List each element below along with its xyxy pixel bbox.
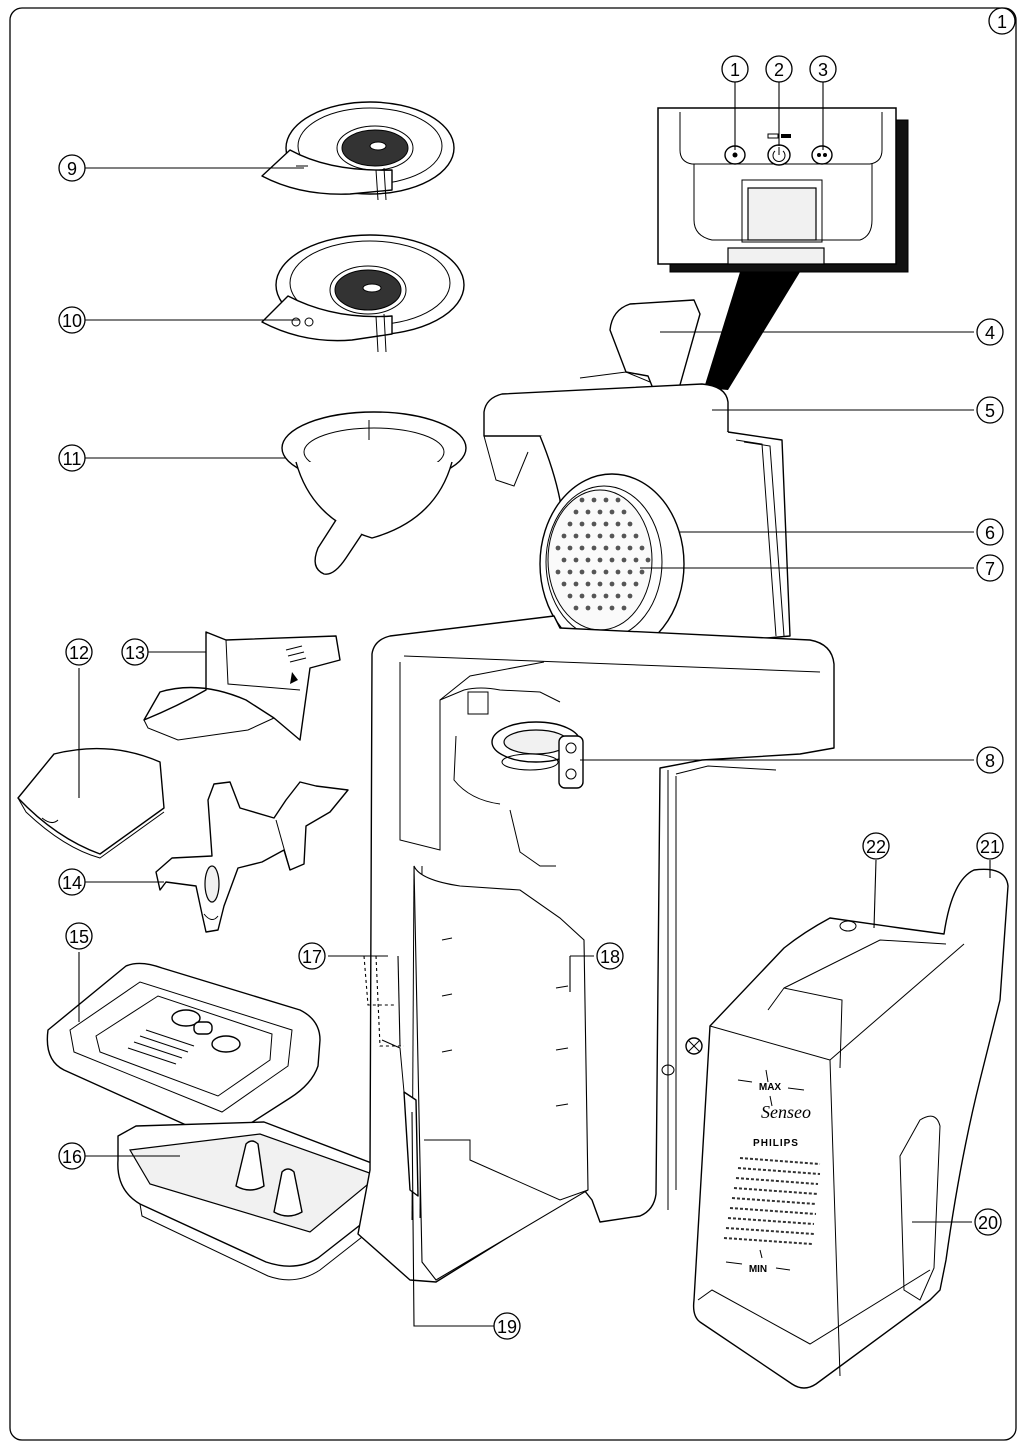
callout-2: 2 — [765, 55, 793, 83]
callout-21: 21 — [976, 832, 1004, 860]
callout-18: 18 — [596, 942, 624, 970]
one-cup-button[interactable] — [724, 145, 746, 165]
callout-number: 14 — [62, 873, 82, 893]
callout-3: 3 — [809, 55, 837, 83]
sealing-ring-holes — [555, 497, 651, 611]
pad-holder-one-cup — [261, 101, 455, 201]
callout-number: 13 — [125, 643, 145, 663]
callout-16: 16 — [58, 1142, 86, 1170]
callout-number: 20 — [978, 1213, 998, 1233]
callout-number: 6 — [985, 523, 995, 543]
tank-min-label: MIN — [749, 1264, 767, 1275]
machine-body — [357, 299, 835, 1283]
callout-number: 17 — [302, 947, 322, 967]
water-reservoir: MAX Senseo PHILIPS MIN — [692, 868, 1009, 1389]
callout-number: 22 — [866, 837, 886, 857]
callout-number: 12 — [69, 643, 89, 663]
senseo-logo: Senseo — [761, 1102, 811, 1122]
inset-pointer — [704, 272, 800, 390]
two-cups-button[interactable] — [811, 145, 833, 165]
callout-10: 10 — [58, 306, 86, 334]
callout-20: 20 — [974, 1208, 1002, 1236]
callout-14: 14 — [58, 868, 86, 896]
callout-number: 16 — [62, 1147, 82, 1167]
callout-7: 7 — [976, 554, 1004, 582]
drip-tray-cover — [17, 747, 165, 859]
callout-number: 7 — [985, 559, 995, 579]
coffee-spout — [155, 781, 349, 933]
callout-4: 4 — [976, 318, 1004, 346]
callout-number: 3 — [818, 60, 828, 80]
tank-warning-text — [723, 1157, 821, 1245]
one-cup-icon — [732, 152, 738, 158]
water-level-marks — [441, 937, 569, 1107]
drip-tray — [117, 1121, 395, 1281]
callout-number: 21 — [980, 837, 1000, 857]
drip-tray-grid — [46, 962, 321, 1137]
tank-min-marking: MIN — [725, 1249, 791, 1275]
callout-1: 1 — [721, 55, 749, 83]
callout-5: 5 — [976, 396, 1004, 424]
callout-number: 19 — [497, 1317, 517, 1337]
two-cups-icon — [817, 153, 827, 157]
callout-number: 4 — [985, 323, 995, 343]
spout-cover — [143, 631, 341, 741]
callout-number: 5 — [985, 401, 995, 421]
callout-number: 8 — [985, 751, 995, 771]
lid-handle — [609, 299, 701, 397]
callout-17: 17 — [298, 942, 326, 970]
cup-selector-switch[interactable] — [558, 735, 584, 789]
page-number-badge: 1 — [988, 7, 1016, 35]
pad-holder-two-cups — [261, 234, 465, 353]
callout-number: 9 — [67, 159, 77, 179]
tank-max-marking: MAX — [737, 1069, 805, 1107]
callout-number: 18 — [600, 947, 620, 967]
page-number: 1 — [997, 12, 1007, 32]
callout-11: 11 — [58, 444, 86, 472]
tank-max-label: MAX — [759, 1082, 782, 1093]
callout-19: 19 — [493, 1312, 521, 1340]
callout-9: 9 — [58, 154, 86, 182]
callout-number: 1 — [730, 60, 740, 80]
philips-logo: PHILIPS — [753, 1138, 799, 1149]
callout-22: 22 — [862, 832, 890, 860]
callout-number: 15 — [69, 927, 89, 947]
callout-8: 8 — [976, 746, 1004, 774]
coffee-collector — [281, 411, 467, 575]
page-frame — [9, 7, 1017, 1441]
leader-lines — [78, 82, 991, 1327]
power-icon — [772, 150, 786, 162]
callout-13: 13 — [121, 638, 149, 666]
callout-6: 6 — [976, 518, 1004, 546]
callout-15: 15 — [65, 922, 93, 950]
callout-number: 11 — [63, 449, 82, 469]
callout-12: 12 — [65, 638, 93, 666]
callout-number: 2 — [774, 60, 784, 80]
control-panel-inset — [657, 107, 909, 273]
callout-number: 10 — [62, 311, 82, 331]
